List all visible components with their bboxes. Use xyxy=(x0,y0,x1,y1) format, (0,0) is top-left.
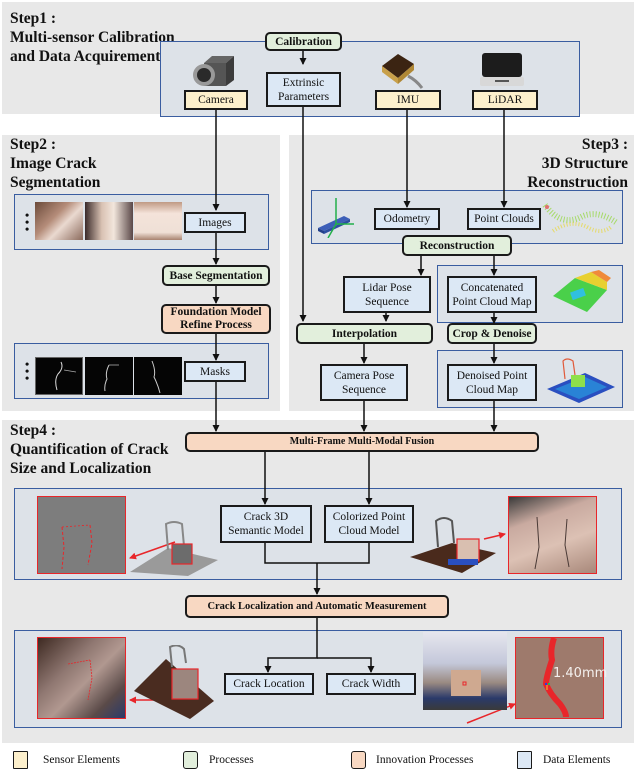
edge-cracklm-width xyxy=(317,657,375,673)
legend-label-innovation: Innovation Processes xyxy=(376,754,474,766)
camera-pose-sequence-node: Camera Pose Sequence xyxy=(320,364,408,401)
legend-swatch-processes xyxy=(183,751,198,769)
camera-icon xyxy=(193,56,234,86)
concatenated-map-node: Concatenated Point Cloud Map xyxy=(447,276,537,313)
colorized-crack-lines xyxy=(534,516,570,570)
crack-mask-line xyxy=(55,361,77,391)
legend: Sensor Elements Processes Innovation Pro… xyxy=(0,745,636,775)
concat-map-3d-icon xyxy=(553,270,611,312)
colorized-point-cloud-node: Colorized Point Cloud Model xyxy=(324,505,414,543)
step4-title: Step4 : Quantification of Crack Size and… xyxy=(10,422,169,477)
width-zoom-image: 1.40mm xyxy=(515,637,608,719)
masks-ellipsis: ••• xyxy=(25,357,30,385)
edge-zoom-right-bottom xyxy=(466,702,516,724)
denoised-map-image xyxy=(545,355,617,405)
imu-node: IMU xyxy=(375,90,441,110)
camera-image xyxy=(190,53,242,90)
imu-icon xyxy=(382,54,424,89)
lidar-image xyxy=(479,51,525,88)
width-scene-image xyxy=(423,632,507,710)
width-measure-label: 1.40mm xyxy=(553,666,608,681)
width-scene-target xyxy=(451,670,481,696)
location-zoom-image xyxy=(37,637,126,719)
interpolation-node: Interpolation xyxy=(296,323,433,344)
concatenated-map-image xyxy=(545,268,615,318)
crack-image-3 xyxy=(134,202,182,240)
semantic-model-3d xyxy=(130,521,218,576)
semantic-model-image xyxy=(128,520,224,576)
location-crack-lines xyxy=(67,659,93,701)
odometry-image xyxy=(316,196,368,239)
legend-swatch-data xyxy=(517,751,532,769)
crack-location-node: Crack Location xyxy=(224,673,314,695)
crack-mask-line xyxy=(104,364,119,392)
crack-mask-line xyxy=(151,360,161,394)
reconstruction-node: Reconstruction xyxy=(402,235,512,256)
masks-node: Masks xyxy=(184,361,246,382)
point-clouds-node: Point Clouds xyxy=(467,208,541,230)
fusion-node: Multi-Frame Multi-Modal Fusion xyxy=(185,432,539,452)
step2-title: Step2 : Image Crack Segmentation xyxy=(10,136,101,191)
lidar-node: LiDAR xyxy=(472,90,538,110)
odometry-axes-icon xyxy=(318,198,354,239)
odometry-node: Odometry xyxy=(374,208,440,230)
edge-models-merge xyxy=(264,542,370,564)
foundation-model-node: Foundation Model Refine Process xyxy=(161,304,271,334)
point-cloud-scan-icon xyxy=(542,203,619,233)
step1-title: Step1 : Multi-sensor Calibration and Dat… xyxy=(10,10,175,65)
semantic-crack-highlight xyxy=(61,524,93,570)
location-model-3d xyxy=(134,644,214,719)
lidar-icon xyxy=(480,53,524,86)
calibration-node: Calibration xyxy=(265,32,342,51)
crack-width-node: Crack Width xyxy=(326,673,416,695)
legend-label-sensor: Sensor Elements xyxy=(43,754,120,766)
mask-image-2 xyxy=(85,357,133,395)
images-node: Images xyxy=(184,212,246,233)
width-crack-mask xyxy=(542,637,569,718)
location-model-image xyxy=(132,644,216,721)
legend-label-processes: Processes xyxy=(209,754,254,766)
legend-swatch-sensor xyxy=(13,751,28,769)
extrinsic-parameters-node: Extrinsic Parameters xyxy=(266,72,341,107)
imu-image xyxy=(378,48,426,90)
images-ellipsis: ••• xyxy=(25,208,30,236)
crack-3d-semantic-model-node: Crack 3D Semantic Model xyxy=(220,505,312,543)
edge-zoom-right-top xyxy=(483,531,506,540)
legend-label-data: Data Elements xyxy=(543,754,611,766)
camera-node: Camera xyxy=(184,90,248,110)
denoised-map-3d-icon xyxy=(547,358,615,403)
colorized-model-image xyxy=(402,513,500,575)
crack-image-2 xyxy=(85,202,133,240)
crack-localization-measurement-node: Crack Localization and Automatic Measure… xyxy=(185,595,449,618)
step3-title: Step3 : 3D Structure Reconstruction xyxy=(527,136,628,191)
mask-image-1 xyxy=(35,357,83,395)
edge-cracklm-location xyxy=(264,617,318,673)
crack-image-1 xyxy=(35,202,83,240)
denoised-map-node: Denoised Point Cloud Map xyxy=(447,364,537,401)
colorized-zoom-image xyxy=(508,496,597,574)
base-segmentation-node: Base Segmentation xyxy=(162,265,270,286)
mask-image-3 xyxy=(134,357,182,395)
semantic-zoom-image xyxy=(37,496,126,574)
legend-swatch-innovation xyxy=(351,751,366,769)
lidar-pose-sequence-node: Lidar Pose Sequence xyxy=(343,276,431,313)
crop-denoise-node: Crop & Denoise xyxy=(447,323,537,344)
colorized-model-3d xyxy=(410,517,496,573)
point-cloud-image xyxy=(541,197,621,242)
